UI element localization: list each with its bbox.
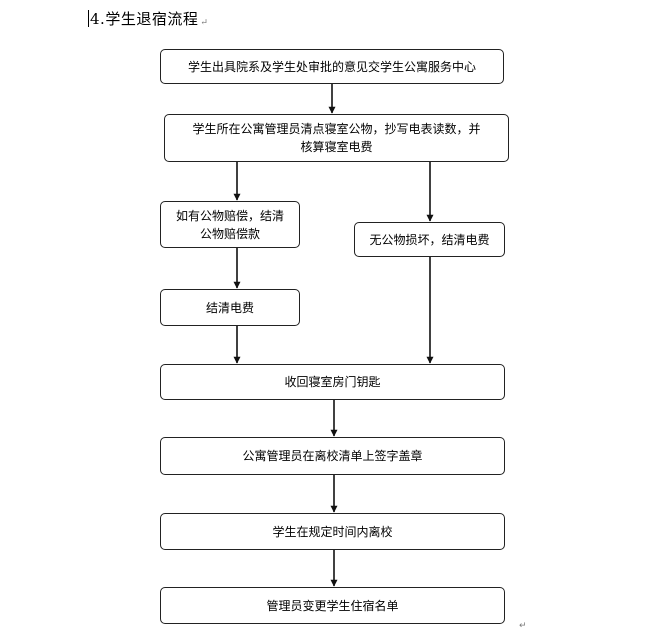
heading-number: 4.	[90, 10, 106, 28]
section-heading: 4.学生退宿流程↵	[88, 8, 208, 29]
step-leave-school: 学生在规定时间内离校	[160, 513, 505, 550]
step-submit-approval-text: 学生出具院系及学生处审批的意见交学生公寓服务中心	[187, 59, 476, 74]
step-submit-approval: 学生出具院系及学生处审批的意见交学生公寓服务中心	[160, 49, 504, 84]
step-no-damage-text: 无公物损坏，结清电费	[369, 232, 490, 247]
step-pay-compensation-line2: 公物赔偿款	[199, 226, 260, 241]
step-sign-checkout: 公寓管理员在离校清单上签字盖章	[160, 437, 505, 475]
step-update-roster: 管理员变更学生住宿名单	[160, 587, 505, 624]
step-return-key: 收回寝室房门钥匙	[160, 364, 505, 400]
paragraph-mark-icon: ↵	[519, 621, 527, 631]
step-leave-school-text: 学生在规定时间内离校	[272, 524, 393, 539]
step-update-roster-text: 管理员变更学生住宿名单	[266, 598, 399, 613]
step-sign-checkout-text: 公寓管理员在离校清单上签字盖章	[242, 449, 423, 463]
step-no-damage: 无公物损坏，结清电费	[354, 222, 505, 257]
step-pay-compensation-line1: 如有公物赔偿，结清	[175, 208, 284, 223]
text-cursor	[88, 10, 89, 27]
heading-title: 学生退宿流程	[105, 10, 199, 28]
step-pay-electricity: 结清电费	[160, 289, 300, 326]
step-pay-electricity-text: 结清电费	[205, 300, 254, 315]
step-inventory-check: 学生所在公寓管理员清点寝室公物，抄写电表读数，并 核算寝室电费	[164, 114, 509, 162]
step-return-key-text: 收回寝室房门钥匙	[284, 375, 381, 389]
step-inventory-check-line2: 核算寝室电费	[300, 140, 373, 154]
step-pay-compensation: 如有公物赔偿，结清 公物赔偿款	[160, 201, 300, 248]
step-inventory-check-line1: 学生所在公寓管理员清点寝室公物，抄写电表读数，并	[192, 122, 481, 136]
paragraph-mark-icon: ↵	[200, 18, 209, 28]
